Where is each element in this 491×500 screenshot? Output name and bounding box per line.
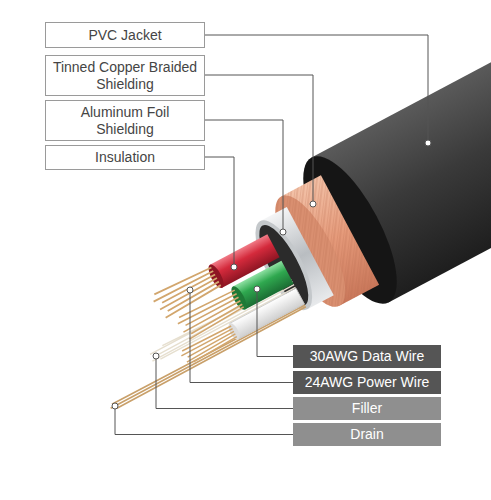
callout-box: Tinned Copper Braided Shielding (45, 55, 205, 96)
leader-line (205, 120, 283, 229)
label-text: 30AWG Data Wire (310, 348, 425, 364)
leader-line (190, 293, 293, 383)
leader-dot (112, 403, 118, 409)
leader-line (156, 359, 293, 409)
callout-box: PVC Jacket (45, 22, 205, 48)
label-bar: 24AWG Power Wire (293, 371, 441, 394)
cable-body (51, 0, 491, 441)
leader-line (205, 75, 313, 201)
leader-line (115, 409, 293, 435)
red-wire-strands (151, 265, 222, 319)
leader-dot (280, 229, 286, 235)
leader-dot (425, 140, 431, 146)
green-wire-end (228, 284, 249, 312)
leader-dot (310, 201, 316, 207)
label-text: Tinned Copper Braided Shielding (52, 59, 198, 91)
callout-box: Insulation (45, 145, 205, 170)
label-text: Drain (350, 426, 383, 442)
label-text: Insulation (95, 149, 155, 165)
red-wire-end (206, 262, 227, 290)
label-text: Aluminum Foil Shielding (52, 104, 198, 136)
leader-dot (231, 264, 237, 270)
label-text: 24AWG Power Wire (305, 374, 430, 390)
label-bar: Filler (293, 397, 441, 420)
white-wire-strands (179, 325, 237, 365)
label-bar: Drain (293, 423, 441, 446)
leader-line (257, 292, 293, 357)
leader-dot (153, 353, 159, 359)
callout-box: Aluminum Foil Shielding (45, 100, 205, 141)
leader-line (205, 157, 234, 264)
label-bar: 30AWG Data Wire (293, 345, 441, 368)
leader-dot (187, 287, 193, 293)
leader-dots (112, 140, 431, 409)
label-text: Filler (352, 400, 382, 416)
leader-line (205, 35, 428, 140)
leader-dot (254, 286, 260, 292)
label-text: PVC Jacket (88, 27, 161, 43)
